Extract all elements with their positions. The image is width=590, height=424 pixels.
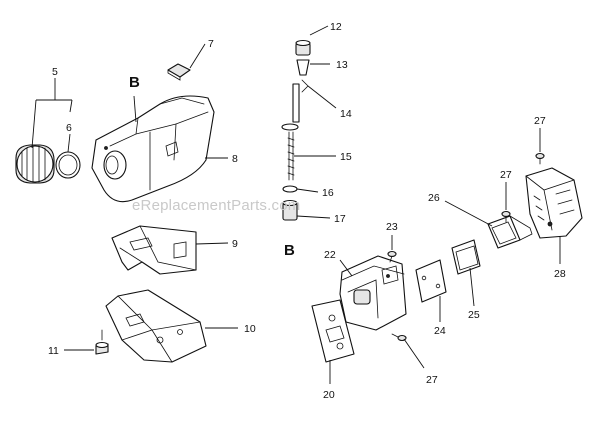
fuel-tank-part bbox=[91, 95, 215, 203]
lower-shield-part bbox=[105, 289, 207, 363]
bracket-26-part bbox=[487, 215, 533, 249]
screw-27-middle-part bbox=[501, 210, 511, 223]
cap-gasket-part bbox=[55, 151, 81, 179]
callout-27-top: 27 bbox=[534, 115, 546, 127]
fuel-line-assembly bbox=[281, 39, 311, 221]
watermark-text: eReplacementParts.com bbox=[132, 197, 300, 214]
section-letter-b-left: B bbox=[129, 74, 140, 91]
screw-23-part bbox=[387, 250, 397, 263]
callout-24: 24 bbox=[434, 325, 446, 337]
callout-12: 12 bbox=[330, 21, 342, 33]
callout-17: 17 bbox=[334, 213, 346, 225]
muffler-part bbox=[339, 255, 407, 331]
callout-22: 22 bbox=[324, 249, 336, 261]
fuel-cap-part bbox=[15, 144, 55, 184]
callout-7: 7 bbox=[208, 38, 214, 50]
callout-9: 9 bbox=[232, 238, 238, 250]
muffler-cover-part bbox=[525, 167, 583, 239]
pad-part bbox=[167, 63, 191, 81]
leader-lines bbox=[31, 25, 561, 384]
callout-28: 28 bbox=[554, 268, 566, 280]
callout-14: 14 bbox=[340, 108, 352, 120]
section-letter-b-center: B bbox=[284, 242, 295, 259]
gasket-24-part bbox=[415, 259, 447, 303]
muffler-gasket-part bbox=[311, 299, 355, 363]
callout-13: 13 bbox=[336, 59, 348, 71]
screw-27-top-part bbox=[535, 152, 545, 165]
callout-15: 15 bbox=[340, 151, 352, 163]
heat-shield-part bbox=[111, 225, 197, 275]
callout-10: 10 bbox=[244, 323, 256, 335]
screw-11-part bbox=[95, 329, 109, 355]
callout-6: 6 bbox=[66, 122, 72, 134]
callout-11: 11 bbox=[48, 345, 59, 357]
callout-26: 26 bbox=[428, 192, 440, 204]
callout-16: 16 bbox=[322, 187, 334, 199]
spark-screen-part bbox=[451, 239, 481, 275]
callout-20: 20 bbox=[323, 389, 335, 401]
callout-27-lower: 27 bbox=[426, 374, 438, 386]
callout-27-middle: 27 bbox=[500, 169, 512, 181]
callout-23: 23 bbox=[386, 221, 398, 233]
callout-5: 5 bbox=[52, 66, 58, 78]
callout-8: 8 bbox=[232, 153, 238, 165]
callout-25: 25 bbox=[468, 309, 480, 321]
